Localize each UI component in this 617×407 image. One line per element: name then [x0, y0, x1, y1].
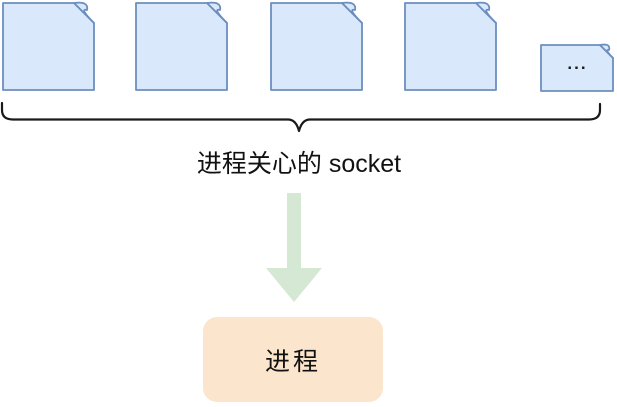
down-arrow-icon [266, 193, 322, 302]
document-icon [135, 1, 228, 91]
curly-brace-icon [0, 101, 602, 133]
sockets-group-label: 进程关心的 socket [196, 150, 402, 178]
document-icon [270, 1, 363, 91]
socket-document-icon-1 [2, 1, 96, 92]
socket-document-icon-2 [135, 1, 229, 92]
process-box: 进程 [203, 317, 383, 402]
socket-document-icon-3 [270, 1, 364, 92]
ellipsis-label: ... [567, 54, 588, 73]
document-icon [404, 1, 497, 91]
socket-document-more-icon: ... [540, 43, 615, 93]
process-label: 进程 [264, 347, 321, 376]
document-icon [2, 1, 95, 91]
socket-document-icon-4 [404, 1, 498, 92]
document-icon [540, 43, 614, 92]
